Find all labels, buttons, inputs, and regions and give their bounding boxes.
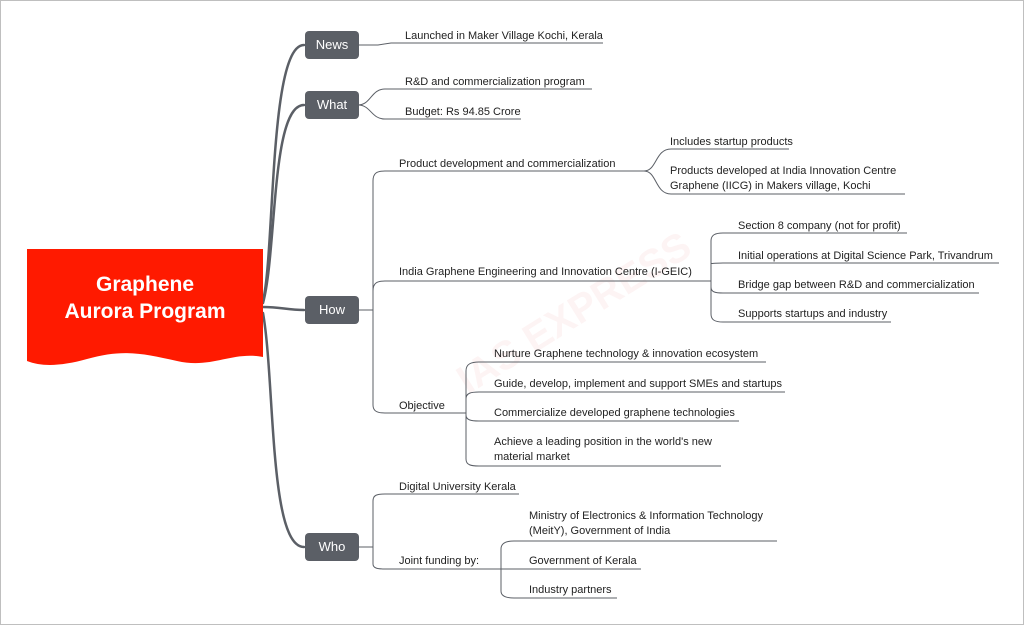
igeic-item-bridge-gap: Bridge gap between R&D and commercializa… <box>738 279 975 291</box>
what-item-program: R&D and commercialization program <box>405 76 585 88</box>
root-node-title[interactable]: Graphene Aurora Program <box>27 271 263 325</box>
who-funding-label: Joint funding by: <box>399 555 480 567</box>
what-node[interactable]: What <box>305 91 359 119</box>
root-title-line-1: Graphene <box>95 273 195 296</box>
what-item-budget: Budget: Rs 94.85 Crore <box>405 106 521 118</box>
how-node[interactable]: How <box>305 296 359 324</box>
objective-item-leading-line-1: Achieve a leading position in the world'… <box>494 436 712 448</box>
funding-item-meity-line-1: Ministry of Electronics & Information Te… <box>529 510 763 522</box>
who-university: Digital University Kerala <box>399 481 516 493</box>
how-product-label: Product development and commercializatio… <box>399 158 616 170</box>
funding-item-kerala: Government of Kerala <box>529 555 637 567</box>
igeic-item-supports: Supports startups and industry <box>738 308 888 320</box>
igeic-item-operations: Initial operations at Digital Science Pa… <box>738 250 993 262</box>
who-node[interactable]: Who <box>305 533 359 561</box>
product-item-iicg-line-1: Products developed at India Innovation C… <box>670 165 897 177</box>
product-item-iicg-line-2: Graphene (IICG) in Makers village, Kochi <box>670 180 871 192</box>
objective-item-leading-line-2: material market <box>494 451 570 463</box>
how-igeic-label: India Graphene Engineering and Innovatio… <box>399 266 692 278</box>
funding-item-meity-line-2: (MeitY), Government of India <box>529 525 671 537</box>
how-objective-label: Objective <box>399 400 445 412</box>
objective-item-nurture: Nurture Graphene technology & innovation… <box>494 348 759 360</box>
product-item-startup: Includes startup products <box>670 136 793 148</box>
root-title-line-2: Aurora Program <box>64 300 226 323</box>
news-item: Launched in Maker Village Kochi, Kerala <box>405 30 603 42</box>
news-node[interactable]: News <box>305 31 359 59</box>
igeic-item-section8: Section 8 company (not for profit) <box>738 220 901 232</box>
objective-item-guide: Guide, develop, implement and support SM… <box>494 378 782 390</box>
root-node-shape <box>27 249 263 365</box>
funding-item-industry: Industry partners <box>529 584 612 596</box>
objective-item-commercialize: Commercialize developed graphene technol… <box>494 407 735 419</box>
